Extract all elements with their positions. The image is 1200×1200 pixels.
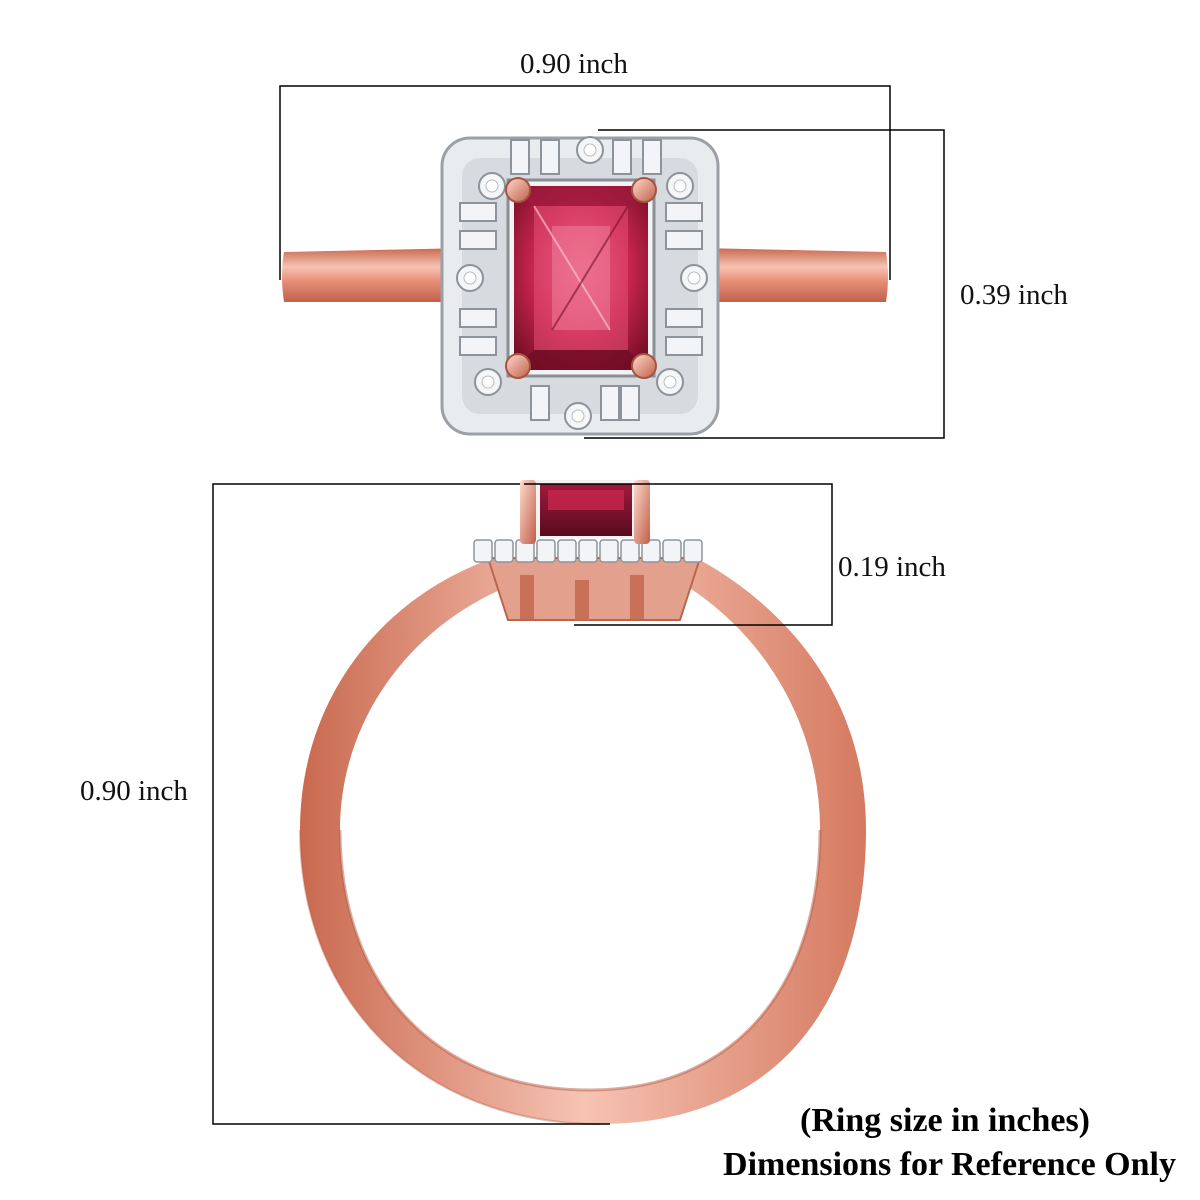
side-halo-stone: [494, 539, 514, 563]
top-width-label: 0.90 inch: [520, 48, 628, 80]
side-halo-stone: [599, 539, 619, 563]
side-setting-height-label: 0.19 inch: [838, 551, 946, 583]
side-center-gemstone: [520, 480, 650, 544]
side-halo-stone: [473, 539, 493, 563]
side-setting-measure-line: [524, 483, 833, 626]
side-halo-stone: [557, 539, 577, 563]
side-halo-stone: [641, 539, 661, 563]
side-halo-stone: [578, 539, 598, 563]
side-total-measure-line: [212, 483, 610, 1125]
side-halo-stone: [683, 539, 703, 563]
halo-baguette-diamond: [620, 385, 640, 421]
side-halo-diamonds: [473, 539, 703, 563]
side-basket: [486, 557, 702, 621]
halo-baguette-diamond: [510, 139, 530, 175]
halo-baguette-diamond: [665, 230, 703, 250]
halo-baguette-diamond: [530, 385, 550, 421]
halo-baguette-diamond: [665, 202, 703, 222]
top-height-measure-line: [584, 129, 945, 439]
halo-diamonds: [456, 136, 708, 430]
halo-baguette-diamond: [540, 139, 560, 175]
halo-baguette-diamond: [612, 139, 632, 175]
side-view-ring: [299, 480, 866, 1125]
halo-baguette-diamond: [459, 202, 497, 222]
top-view-band: [282, 248, 470, 302]
side-total-height-label: 0.90 inch: [80, 775, 188, 807]
top-width-measure-line: [279, 85, 891, 280]
side-halo-stone: [536, 539, 556, 563]
halo-baguette-diamond: [665, 308, 703, 328]
center-gemstone: [506, 178, 656, 378]
caption-reference-note: Dimensions for Reference Only: [723, 1146, 1176, 1183]
side-halo-stone: [620, 539, 640, 563]
top-view-prongs: [505, 177, 657, 379]
side-halo-stone: [662, 539, 682, 563]
halo-baguette-diamond: [600, 385, 620, 421]
top-view-ring: [282, 136, 888, 436]
halo-baguette-diamond: [459, 336, 497, 356]
caption-ring-size: (Ring size in inches): [800, 1102, 1090, 1139]
halo-baguette-diamond: [459, 308, 497, 328]
halo-baguette-diamond: [459, 230, 497, 250]
halo-baguette-diamond: [665, 336, 703, 356]
top-height-label: 0.39 inch: [960, 279, 1068, 311]
halo-baguette-diamond: [642, 139, 662, 175]
side-view-band: [300, 560, 866, 1124]
